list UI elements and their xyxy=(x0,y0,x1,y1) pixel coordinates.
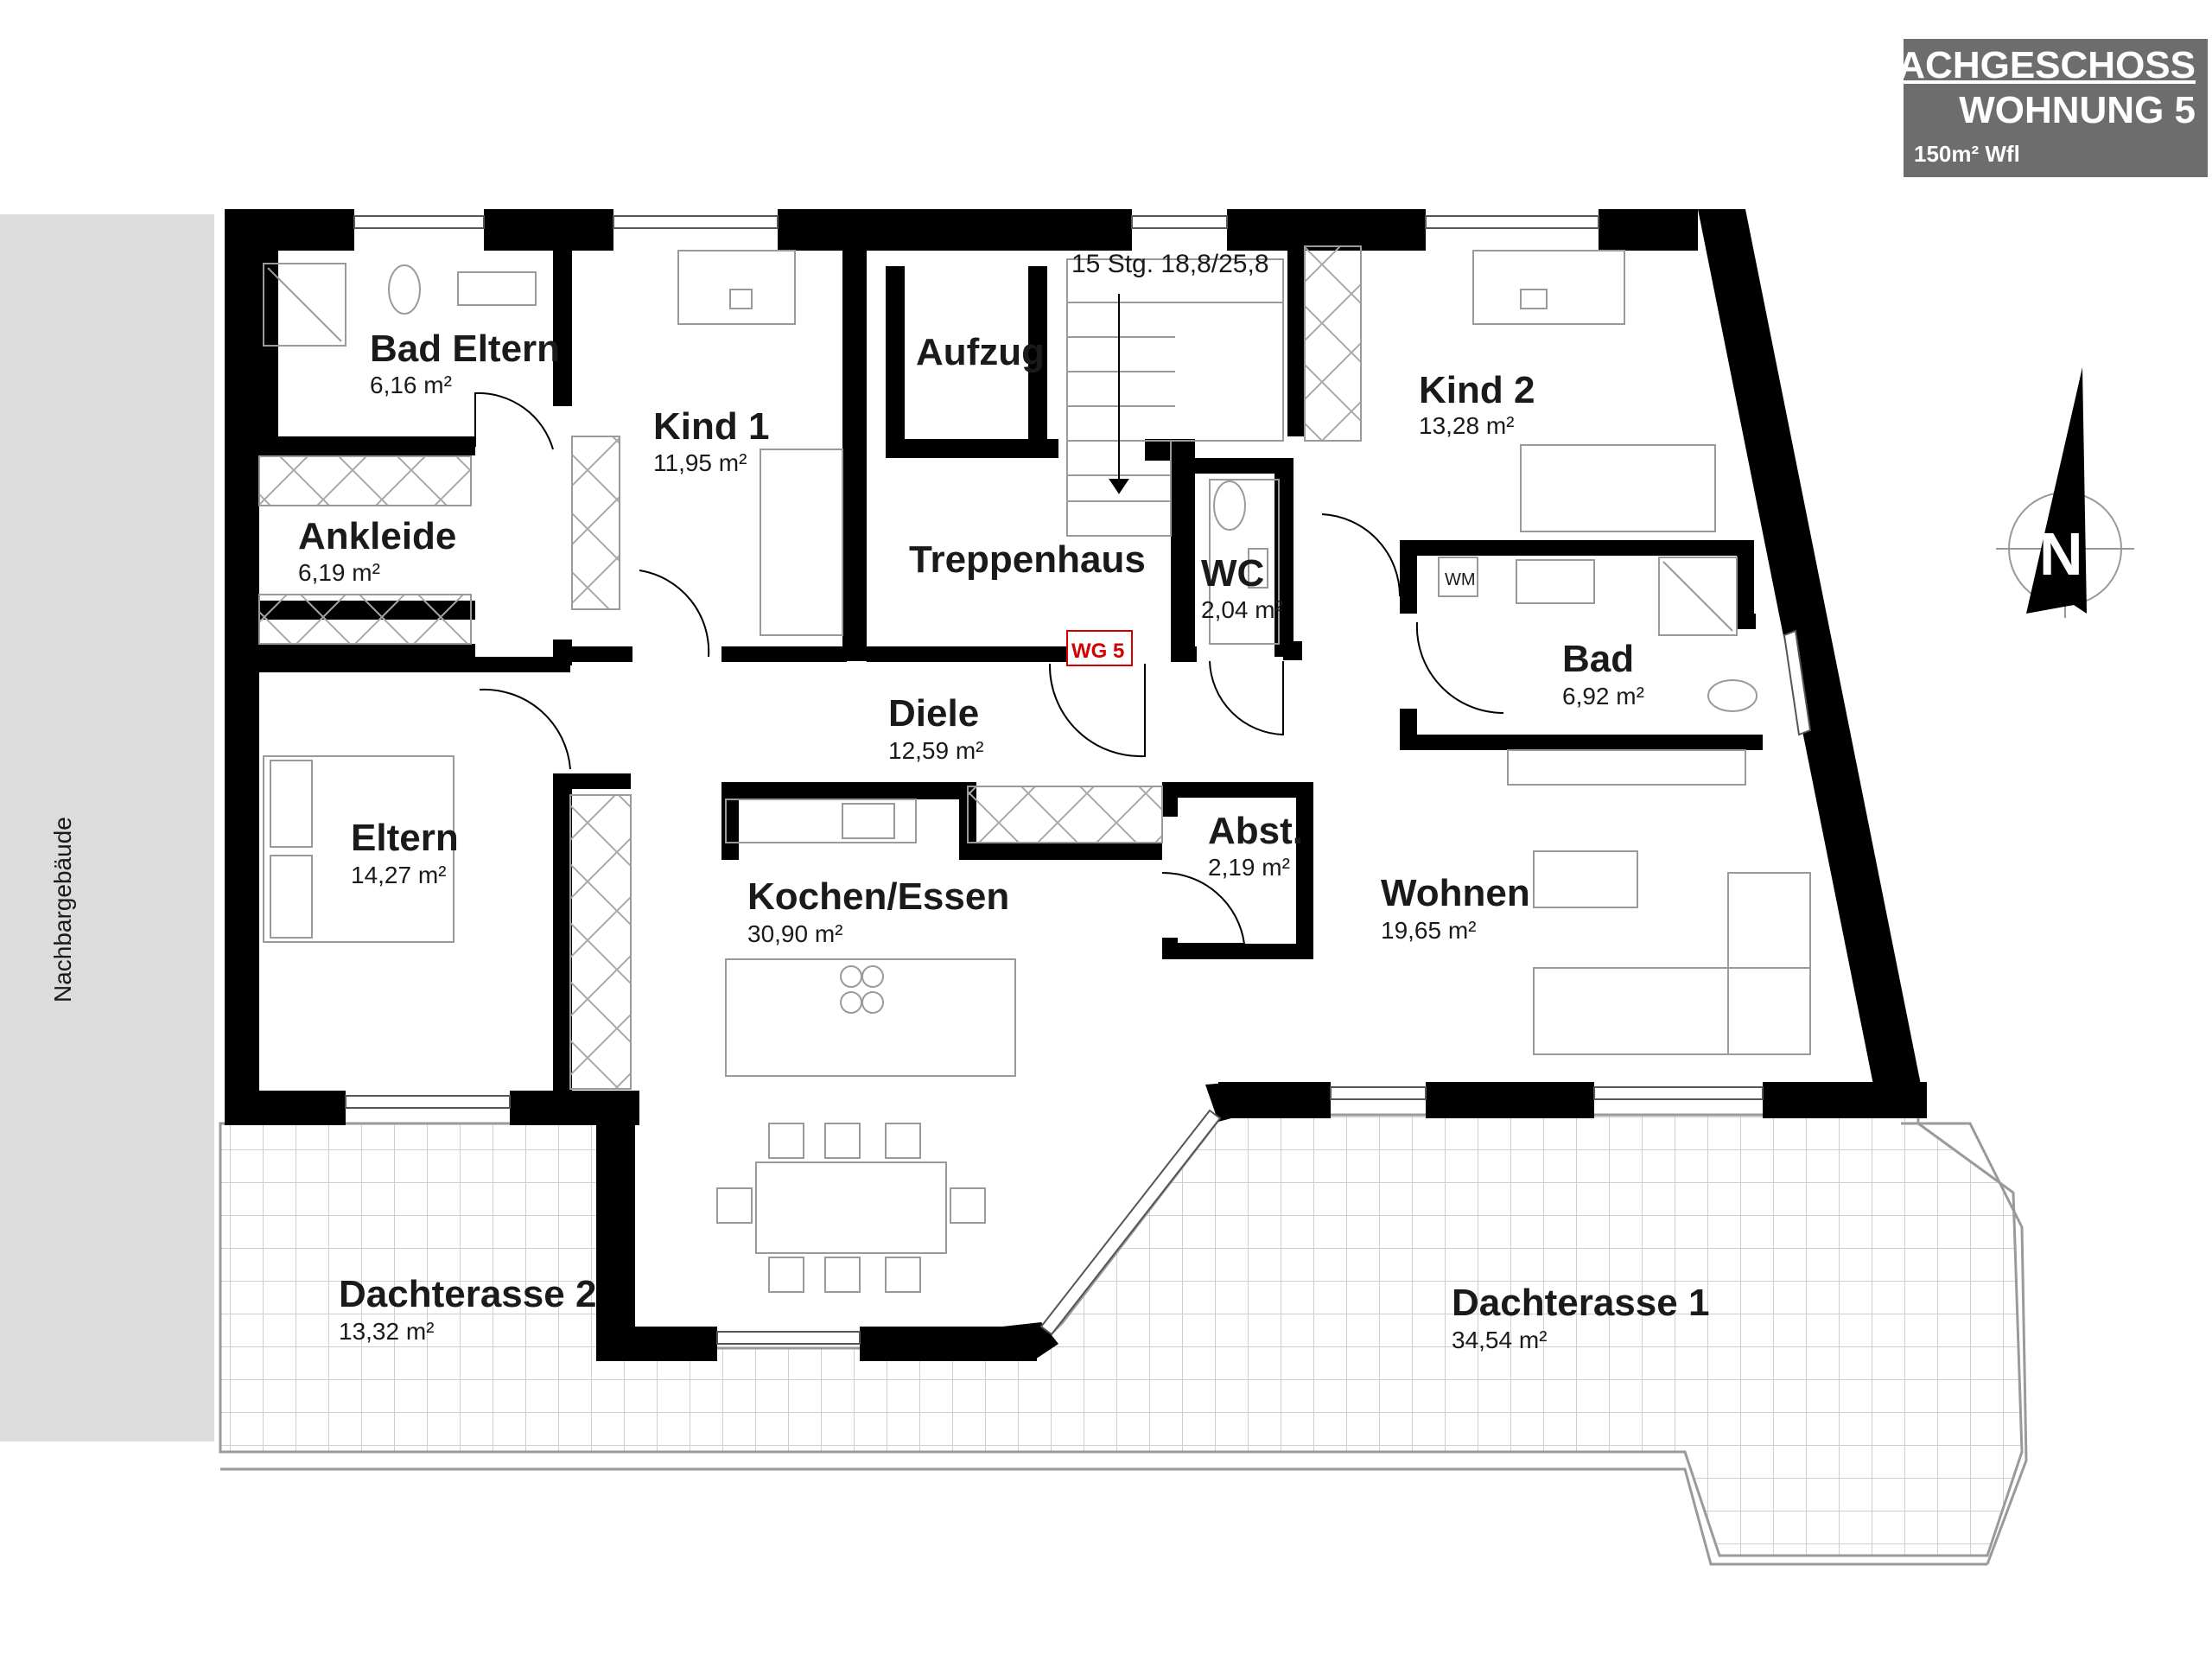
windows xyxy=(345,215,1812,1345)
room-area-kind2: 13,28 m² xyxy=(1419,412,1515,439)
interior-walls xyxy=(259,242,1763,1093)
room-name-terrasse2: Dachterasse 2 xyxy=(339,1273,596,1315)
apartment-floor xyxy=(246,233,1892,1335)
room-name-kochen: Kochen/Essen xyxy=(747,875,1009,918)
neighbor-building xyxy=(0,214,214,1441)
washer-label: WM xyxy=(1445,570,1476,589)
room-area-terrasse2: 13,32 m² xyxy=(339,1318,435,1345)
compass-letter: N xyxy=(2039,520,2083,588)
outer-walls xyxy=(225,209,1927,1361)
living-area-label: 150m² Wfl xyxy=(1914,141,2020,167)
room-name-bad: Bad xyxy=(1562,638,1634,680)
floor-label-box: DACHGESCHOSS WOHNUNG 5 150m² Wfl xyxy=(1871,39,2208,177)
room-area-eltern: 14,27 m² xyxy=(351,862,447,888)
room-name-treppenhaus: Treppenhaus xyxy=(909,538,1146,581)
room-name-bad-eltern: Bad Eltern xyxy=(370,328,560,370)
room-area-kochen: 30,90 m² xyxy=(747,920,843,947)
door-swings xyxy=(474,391,1504,945)
room-area-diele: 12,59 m² xyxy=(888,737,984,764)
room-name-kind1: Kind 1 xyxy=(653,405,769,448)
room-name-kind2: Kind 2 xyxy=(1419,369,1535,411)
stairs xyxy=(1066,258,1284,537)
room-name-terrasse1: Dachterasse 1 xyxy=(1452,1282,1709,1324)
room-area-kind1: 11,95 m² xyxy=(653,449,747,476)
room-name-wohnen: Wohnen xyxy=(1381,872,1530,914)
room-area-terrasse1: 34,54 m² xyxy=(1452,1327,1548,1353)
wardrobes xyxy=(258,245,1362,1090)
room-area-ankleide: 6,19 m² xyxy=(298,559,380,586)
room-area-wc: 2,04 m² xyxy=(1201,596,1283,623)
room-area-abst: 2,19 m² xyxy=(1208,854,1290,881)
north-compass: N xyxy=(1996,367,2134,618)
room-name-aufzug: Aufzug xyxy=(916,331,1045,373)
terrace-area xyxy=(219,1113,2028,1566)
room-area-bad: 6,92 m² xyxy=(1562,683,1644,710)
unit-tag-box xyxy=(1066,630,1133,666)
room-name-wc: WC xyxy=(1201,552,1264,595)
room-name-diele: Diele xyxy=(888,692,979,735)
room-name-eltern: Eltern xyxy=(351,817,459,859)
unit-tag: WG 5 xyxy=(1071,640,1124,663)
room-name-abst: Abst. xyxy=(1208,810,1303,852)
floor-title: DACHGESCHOSS xyxy=(1870,44,2196,86)
room-labels: Bad Eltern 6,16 m² Kind 1 11,95 m² Aufzu… xyxy=(298,328,1709,1353)
room-name-ankleide: Ankleide xyxy=(298,515,456,557)
unit-title: WOHNUNG 5 xyxy=(1959,89,2196,131)
room-area-wohnen: 19,65 m² xyxy=(1381,917,1477,944)
neighbor-label: Nachbargebäude xyxy=(49,817,76,1002)
furniture xyxy=(263,250,1811,1293)
room-area-bad-eltern: 6,16 m² xyxy=(370,372,452,398)
stairs-label: 15 Stg. 18,8/25,8 xyxy=(1071,250,1269,278)
